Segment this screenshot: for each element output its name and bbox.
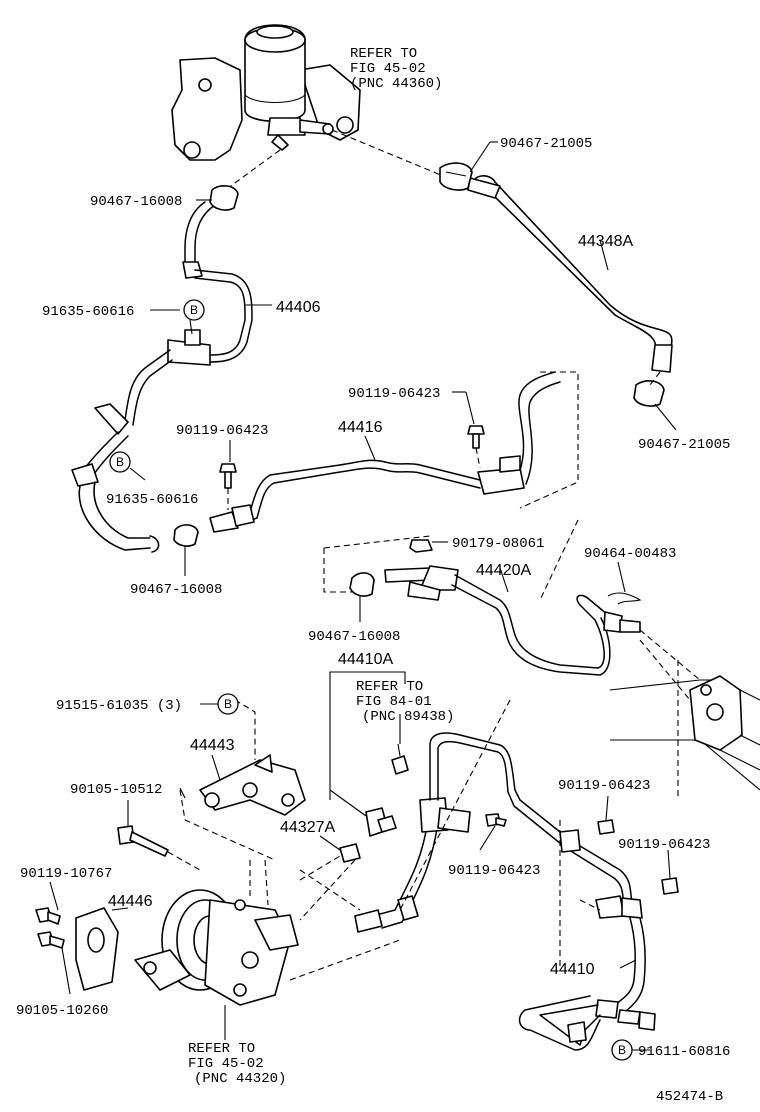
label-44420A: 44420A: [476, 562, 531, 579]
leader-90119-10767: [49, 881, 59, 911]
label-90119-10767: 90119-10767: [20, 866, 112, 882]
svg-text:B: B: [116, 455, 124, 469]
leader-90119-06423-e: [667, 849, 671, 879]
clamp-90467-16008-top: [209, 185, 239, 211]
leader-90105-10260: [61, 947, 71, 995]
bracket-44443: [199, 754, 306, 816]
clamp-90467-21005-bottom: [633, 380, 665, 407]
clip-90464-00483: [607, 592, 642, 605]
hose-to-clamp-guide: [649, 371, 661, 386]
bolt-90119-06423-c: [485, 813, 507, 827]
refer-reservoir-line1: REFER TO: [350, 46, 417, 62]
label-90119-06423-c: 90119-06423: [448, 863, 540, 879]
leader-44327A: [319, 835, 341, 851]
refer-reservoir-line3: (PNC 44360): [350, 76, 442, 92]
svg-text:B: B: [224, 697, 232, 711]
label-90467-16008-low: 90467-16008: [308, 629, 400, 645]
callout-b-bracket: B: [217, 693, 239, 715]
label-91635-60616-top: 91635-60616: [42, 304, 134, 320]
leader-90467-21005-top: [469, 141, 491, 173]
label-91611-60816: 91611-60816: [638, 1044, 730, 1060]
bolt-90119-06423-d: [597, 819, 615, 835]
label-44446: 44446: [108, 893, 153, 910]
callout-b-bottom: B: [611, 1039, 633, 1061]
label-44327A: 44327A: [280, 819, 335, 836]
refer-pump-line1: REFER TO: [188, 1041, 255, 1057]
bolt-90119-06423-e: [661, 877, 679, 895]
leader-44410A: [329, 671, 406, 800]
label-90119-06423-e: 90119-06423: [618, 837, 710, 853]
callout-b-mid: B: [109, 451, 131, 473]
reservoir-to-clamp-guide: [227, 149, 281, 189]
label-91635-60616-mid: 91635-60616: [106, 492, 198, 508]
label-44348A: 44348A: [578, 233, 633, 250]
diagram-id: 452474-B: [656, 1089, 723, 1105]
bolt-90119-06423-right: [467, 425, 485, 449]
bolt-90119-06423-left: [219, 463, 237, 489]
label-90467-21005-top: 90467-21005: [500, 136, 592, 152]
label-44410A: 44410A: [338, 651, 393, 668]
label-90179-08061: 90179-08061: [452, 536, 544, 552]
label-90105-10512: 90105-10512: [70, 782, 162, 798]
reservoir-assembly: [171, 24, 361, 161]
reservoir-to-return-guide: [331, 129, 449, 179]
label-90119-06423-a: 90119-06423: [176, 423, 268, 439]
leader-44420A: [499, 567, 509, 593]
label-90464-00483: 90464-00483: [584, 546, 676, 562]
bolt-90105-10512: [117, 825, 169, 857]
label-91515-61035: 91515-61035 (3): [56, 698, 182, 714]
leader-44416: [364, 435, 376, 461]
bolt-90119-10767: [35, 907, 61, 925]
refer-pump-line3: (PNC 44320): [194, 1071, 286, 1087]
leader-91635-60616-mid: [129, 467, 146, 481]
leader-90119-06423-d: [605, 795, 609, 821]
hose-44410A: [365, 743, 409, 837]
label-90467-16008-mid: 90467-16008: [130, 582, 222, 598]
pressure-line-44410: [354, 732, 656, 1051]
clamp-90467-21005-top: [439, 162, 473, 191]
vane-pump: [134, 889, 299, 1006]
label-90119-06423-d: 90119-06423: [558, 778, 650, 794]
refer-pump-line2: FIG 45-02: [188, 1056, 264, 1072]
steering-gear: [609, 675, 760, 791]
leader-44446: [111, 907, 129, 911]
nut-90179-08061: [409, 539, 433, 553]
svg-text:B: B: [618, 1043, 626, 1057]
tube-44420A: [384, 565, 641, 676]
bolt-90105-10260: [37, 931, 65, 949]
stay-44446: [75, 907, 119, 991]
callout-b-top: B: [183, 299, 205, 321]
leader-90464-00483: [617, 561, 626, 593]
refer-sensor-line2: FIG 84-01: [356, 694, 432, 710]
leader-90119-06423-c: [479, 825, 496, 851]
tube-44416: [209, 371, 561, 533]
label-90467-16008-top: 90467-16008: [90, 194, 182, 210]
svg-text:B: B: [190, 303, 198, 317]
label-90105-10260: 90105-10260: [16, 1003, 108, 1019]
hose-44406: [71, 201, 253, 553]
refer-sensor-line1: REFER TO: [356, 679, 423, 695]
clamp-90467-16008-mid: [173, 524, 199, 547]
label-44443: 44443: [190, 737, 235, 754]
union-44327A: [339, 843, 361, 863]
leader-44410: [619, 959, 637, 969]
hose-44348A: [467, 175, 673, 373]
leader-44348A: [599, 239, 609, 271]
leader-90467-21005-mid: [654, 403, 677, 431]
label-44406: 44406: [276, 299, 321, 316]
clamp-90467-16008-low: [349, 572, 375, 597]
label-90467-21005-mid: 90467-21005: [638, 437, 730, 453]
label-90119-06423-b: 90119-06423: [348, 386, 440, 402]
refer-reservoir-line2: FIG 45-02: [350, 61, 426, 77]
label-44410: 44410: [550, 961, 595, 978]
refer-sensor-line3: (PNC 89438): [362, 709, 454, 725]
label-44416: 44416: [338, 419, 383, 436]
leader-44443: [211, 754, 221, 781]
